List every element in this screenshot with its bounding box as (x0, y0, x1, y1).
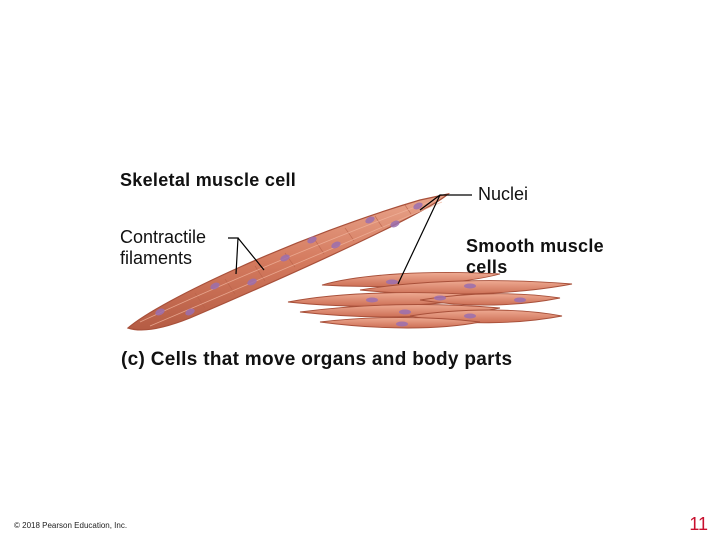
slide-number: 11 (689, 514, 708, 534)
skeletal-muscle-cell (126, 192, 451, 331)
nuclei-label: Nuclei (478, 184, 529, 204)
nuclei-leader-smooth (397, 194, 441, 285)
contractile-filaments-label: Contractile filaments (120, 227, 207, 268)
smooth-cell-nuclei (366, 279, 526, 327)
skeletal-muscle-cell-label: Skeletal muscle cell (120, 170, 297, 190)
figure-caption: (c) Cells that move organs and body part… (121, 349, 513, 370)
leader-lines (228, 194, 472, 285)
copyright-notice: © 2018 Pearson Education, Inc. (14, 521, 128, 530)
smooth-muscle-cells-label: Smooth muscle cells (466, 236, 604, 277)
smooth-muscle-cells (287, 272, 573, 329)
contractile-leader-2 (237, 237, 265, 271)
